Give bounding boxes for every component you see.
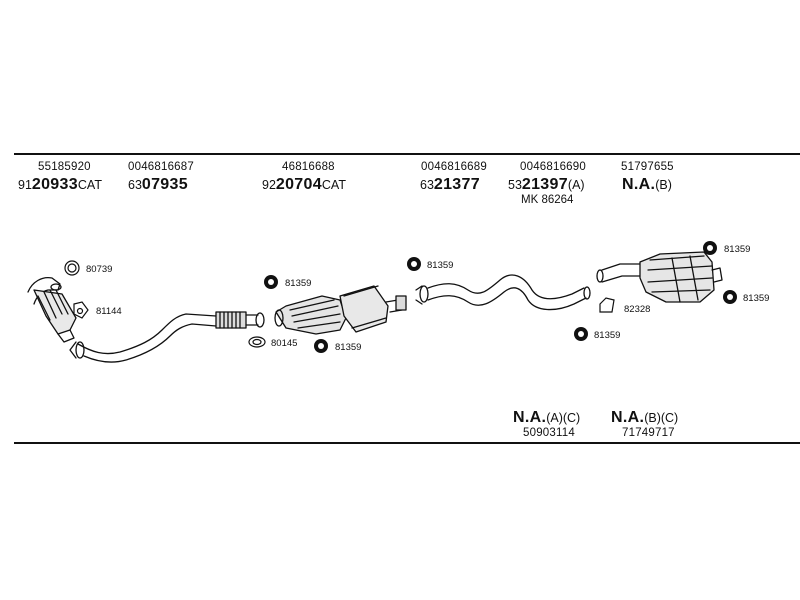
round-gasket-icon (314, 339, 328, 353)
round-gasket-icon (723, 290, 737, 304)
bottom-divider (14, 442, 800, 444)
callout-label: 81359 (285, 278, 311, 289)
oe-number: 0046816689 (421, 161, 487, 173)
triangle-gasket-icon (73, 301, 89, 319)
center-catalyst-drawing (274, 295, 347, 335)
article-number: 6307935 (128, 176, 188, 193)
callout-label: 81359 (427, 260, 453, 271)
article-number: 5321397(A) (508, 176, 585, 193)
intermediate-pipe-drawing (415, 274, 591, 311)
callout-label: 81144 (96, 306, 122, 317)
mounting-kit-number: MK 86264 (521, 194, 574, 206)
callout-label: 82328 (624, 304, 650, 315)
callout-label: 81359 (594, 330, 620, 341)
oe-number: 50903114 (523, 427, 575, 439)
rear-silencer-drawing (596, 251, 723, 303)
oe-number: 55185920 (38, 161, 91, 173)
oe-number: 71749717 (622, 427, 675, 439)
callout-label: 81359 (724, 244, 750, 255)
oe-number: 0046816687 (128, 161, 194, 173)
oe-number: 0046816690 (520, 161, 586, 173)
front-pipe-drawing (69, 311, 265, 363)
oval-gasket-icon (248, 336, 266, 348)
article-number: N.A.(B)(C) (611, 409, 679, 426)
top-divider (14, 153, 800, 155)
middle-silencer-drawing (339, 285, 407, 333)
round-gasket-icon (264, 275, 278, 289)
article-number: N.A.(A)(C) (513, 409, 581, 426)
article-number: N.A.(B) (622, 176, 672, 193)
round-gasket-icon (574, 327, 588, 341)
ring-icon (64, 260, 80, 276)
callout-label: 81359 (743, 293, 769, 304)
oe-number: 46816688 (282, 161, 335, 173)
article-number: 9120933CAT (18, 176, 102, 193)
article-number: 9220704CAT (262, 176, 346, 193)
callout-label: 80145 (271, 338, 297, 349)
manifold-catalyst-drawing (27, 276, 77, 343)
article-number: 6321377 (420, 176, 480, 193)
callout-label: 81359 (335, 342, 361, 353)
round-gasket-icon (407, 257, 421, 271)
round-gasket-icon (703, 241, 717, 255)
oe-number: 51797655 (621, 161, 674, 173)
callout-label: 80739 (86, 264, 112, 275)
clamp-icon (599, 297, 615, 313)
